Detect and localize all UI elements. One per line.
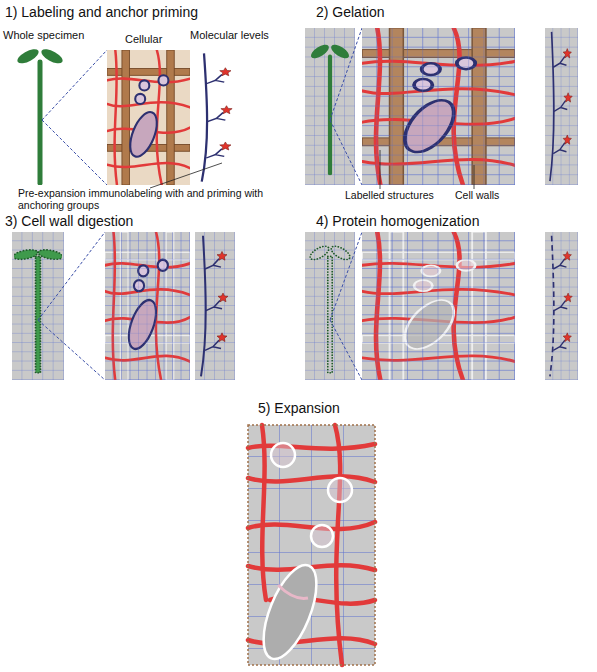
step-heading: 2) Gelation — [316, 4, 586, 20]
expanded-organelles — [253, 443, 352, 666]
zoom-lines — [38, 232, 105, 380]
panel-expansion — [248, 425, 375, 666]
annotation: Labelled structures — [345, 189, 455, 201]
cytoplasm — [107, 50, 190, 185]
panel-wall-digestion — [12, 232, 235, 380]
whole-specimen — [305, 28, 355, 185]
plant — [308, 244, 352, 373]
expanded-border — [248, 425, 375, 665]
annotation: Pre-expansion immunolabeling with and pr… — [18, 187, 273, 211]
expanded-gel — [248, 425, 375, 665]
cellular-view — [362, 28, 515, 185]
plant-frame — [308, 244, 352, 373]
anchor-label — [217, 251, 228, 341]
cellular-view — [105, 232, 190, 380]
digested-walls — [362, 232, 515, 380]
anchor-label — [563, 251, 572, 341]
annotation: Cell walls — [455, 189, 535, 201]
plant — [12, 248, 63, 373]
plant-frame — [12, 248, 63, 373]
cell-walls — [107, 50, 190, 185]
protein-backbone — [201, 236, 206, 377]
gel-grid — [105, 232, 190, 380]
level-label: Cellular — [125, 33, 195, 46]
labelled-filaments — [362, 28, 515, 185]
whole-specimen — [305, 232, 355, 380]
protein-backbone — [550, 32, 554, 181]
gel — [362, 28, 515, 185]
gel — [305, 28, 355, 185]
whole-specimen — [15, 46, 65, 183]
gel — [105, 232, 190, 380]
labelled-filaments — [362, 232, 515, 380]
step-heading: 4) Protein homogenization — [316, 213, 586, 229]
level-label: Molecular levels — [190, 29, 285, 42]
plant-frame — [309, 42, 351, 173]
cell-walls — [362, 28, 515, 185]
gel — [195, 232, 235, 380]
whole-specimen — [12, 232, 64, 380]
labelled-filaments — [107, 50, 190, 185]
leader-line — [150, 163, 222, 188]
gel-grid — [362, 232, 515, 380]
gel — [362, 232, 515, 380]
zoom-lines — [330, 232, 362, 380]
labelled-filaments — [105, 232, 190, 380]
protein-backbone — [202, 53, 207, 181]
nucleus-detail — [278, 585, 308, 598]
step-heading: 5) Expansion — [258, 400, 458, 416]
molecular-view — [545, 28, 578, 185]
panel-gelation — [305, 28, 578, 189]
leader-line — [380, 150, 381, 189]
organelles — [125, 75, 169, 160]
panel-labeling — [15, 46, 232, 188]
gel — [12, 232, 64, 380]
plant — [309, 42, 351, 173]
gel — [305, 232, 355, 380]
anchor-label — [220, 68, 232, 150]
gel — [545, 232, 578, 380]
digested-backbone — [550, 236, 554, 377]
plant — [15, 46, 65, 183]
anchor-label — [563, 49, 572, 145]
gel-grid — [362, 28, 515, 185]
digested-walls — [105, 232, 190, 380]
cellular-view — [107, 50, 190, 185]
step-heading: 3) Cell wall digestion — [5, 213, 285, 229]
molecular-view — [545, 232, 578, 380]
cellular-view — [362, 232, 515, 380]
level-label: Whole specimen — [3, 29, 98, 42]
labelled-filaments — [248, 425, 375, 665]
panel-homogenization — [305, 232, 578, 380]
leader-line — [474, 165, 475, 189]
molecular-view — [195, 232, 235, 380]
zoom-lines — [330, 28, 362, 185]
step-heading: 1) Labeling and anchor priming — [5, 4, 285, 20]
molecular-view — [202, 53, 232, 181]
gel — [545, 28, 578, 185]
zoom-lines — [42, 50, 107, 185]
